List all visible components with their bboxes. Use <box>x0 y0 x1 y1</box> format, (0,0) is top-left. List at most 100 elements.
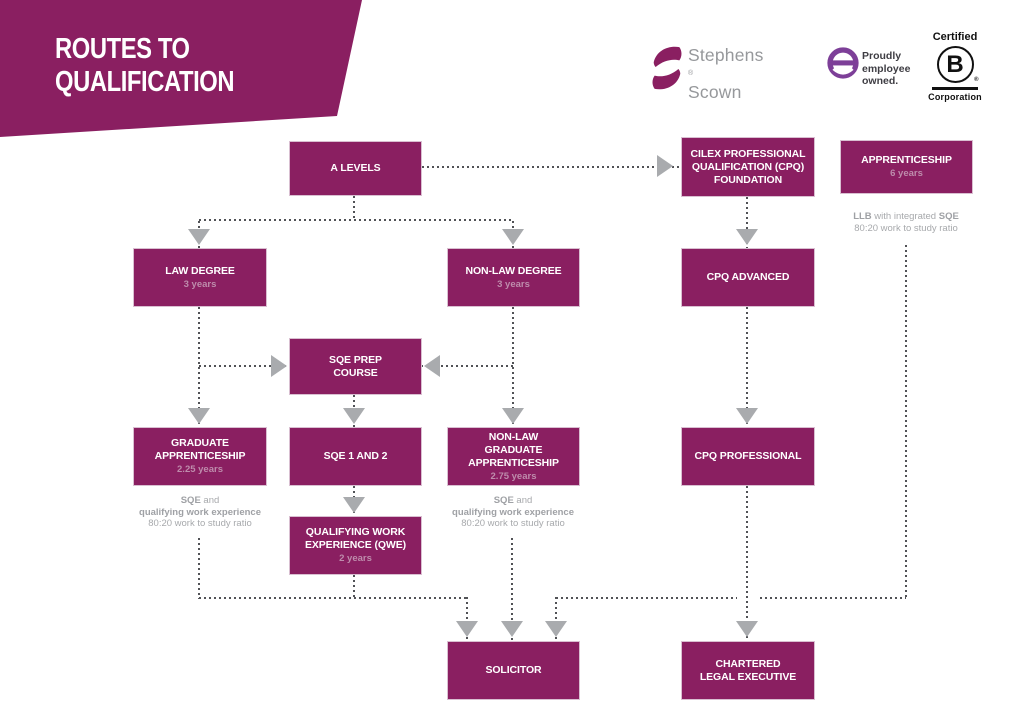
arrow-down-into-solicitor-right <box>545 621 567 637</box>
arrow-down-into-law-degree <box>188 229 210 245</box>
connector-gradappr-down <box>198 538 200 599</box>
box-label: GRADUATE <box>171 437 229 449</box>
note-text: and <box>513 495 533 506</box>
connector-solicitor-in-left <box>466 597 468 641</box>
connector-nonlawgrad-to-solicitor <box>511 538 513 641</box>
employee-owned-caption: Proudly employee owned. <box>862 50 910 88</box>
box-duration: 6 years <box>890 168 923 179</box>
stephens-text: Stephens <box>688 45 764 65</box>
note-bold: SQE <box>180 495 201 506</box>
box-label: QUALIFICATION (CPQ) <box>691 160 805 173</box>
connector-nonlaw-to-nonlaw-grad <box>512 307 514 427</box>
connector-alevels-down <box>353 196 355 221</box>
box-label: GRADUATE <box>484 443 543 456</box>
box-label: CILEX PROFESSIONAL <box>690 147 806 160</box>
box-label: QUALIFYING WORK <box>305 526 406 538</box>
box-label: A LEVELS <box>330 162 381 174</box>
arrow-down-into-chartered <box>736 621 758 637</box>
note-graduate-apprenticeship: SQE and qualifying work experience 80:20… <box>115 495 285 530</box>
note-bold: SQE <box>938 211 959 222</box>
box-label: COURSE <box>333 366 378 379</box>
note-line: 80:20 work to study ratio <box>854 222 958 234</box>
registered-mark: ® <box>974 77 979 83</box>
flow-box-law-degree: LAW DEGREE 3 years <box>133 248 267 307</box>
flow-box-non-law-graduate-apprenticeship: NON-LAW GRADUATE APPRENTICESHIP 2.75 yea… <box>447 427 580 486</box>
b-corp-logo: Certified B ® Corporation <box>925 31 985 102</box>
flow-box-cilex-cpq-foundation: CILEX PROFESSIONAL QUALIFICATION (CPQ) F… <box>681 137 815 197</box>
connector-nonlaw-to-sqe-prep <box>421 365 513 367</box>
box-duration: 2.25 years <box>177 464 223 475</box>
flow-box-cpq-professional: CPQ PROFESSIONAL <box>681 427 815 486</box>
connector-apprenticeship-down <box>905 245 907 599</box>
note-bold: SQE <box>493 495 514 506</box>
note-line: SQE and <box>115 495 285 507</box>
note-line: qualifying work experience <box>452 506 574 518</box>
flow-box-chartered-legal-executive: CHARTERED LEGAL EXECUTIVE <box>681 641 815 700</box>
stephens-line: Stephens ® <box>688 46 764 83</box>
box-duration: 2 years <box>339 553 372 564</box>
connector-law-to-graduate-appr <box>198 307 200 427</box>
flow-box-qualifying-work-experience: QUALIFYING WORK EXPERIENCE (QWE) 2 years <box>289 516 422 575</box>
arrow-down-into-cpq-professional <box>736 408 758 424</box>
eo-line2: employee <box>862 62 911 75</box>
stephens-scown-s-icon <box>652 46 682 90</box>
bcorp-letter: B <box>946 50 964 78</box>
box-label: APPRENTICESHIP <box>154 450 246 462</box>
box-label: APPRENTICESHIP <box>861 154 952 166</box>
page-title-line1: ROUTES TO <box>55 33 190 65</box>
box-label: CHARTERED <box>715 657 781 670</box>
box-label: CPQ ADVANCED <box>706 271 790 283</box>
note-text: with integrated <box>871 211 939 222</box>
arrow-down-into-non-law-degree <box>502 229 524 245</box>
flow-box-apprenticeship: APPRENTICESHIP 6 years <box>840 140 973 194</box>
note-bold: LLB <box>853 211 872 222</box>
connector-apprenticeship-left-a <box>556 597 737 599</box>
connector-apprenticeship-left-b <box>760 597 906 599</box>
connector-cpqadv-to-cpqprof <box>746 307 748 427</box>
stephens-scown-wordmark: Stephens® Scown <box>688 46 764 102</box>
box-duration: 3 years <box>183 278 217 290</box>
b-corp-circle-icon: B ® <box>936 46 979 83</box>
registered-mark: ® <box>688 69 694 77</box>
arrow-left-into-sqe-prep <box>424 355 440 377</box>
box-label: NON-LAW DEGREE <box>465 264 562 277</box>
arrow-down-into-cpq-advanced <box>736 229 758 245</box>
arrow-down-into-nonlaw-grad <box>502 408 524 424</box>
connector-law-to-sqe-prep <box>199 365 289 367</box>
connector-cilex-to-cpq-advanced <box>746 197 748 248</box>
bcorp-corporation-text: Corporation <box>928 92 982 102</box>
bcorp-certified-text: Certified <box>932 31 978 43</box>
arrow-down-into-sqe12 <box>343 408 365 424</box>
connector-alevels-to-cilex <box>422 166 681 168</box>
note-line: LLB with integrated SQE <box>821 211 991 223</box>
flow-box-solicitor: SOLICITOR <box>447 641 580 700</box>
connector-cpqprof-to-chartered <box>746 486 748 641</box>
box-label: APPRENTICESHIP <box>468 456 559 469</box>
box-label: CPQ PROFESSIONAL <box>694 450 802 462</box>
flow-box-graduate-apprenticeship: GRADUATE APPRENTICESHIP 2.25 years <box>133 427 267 486</box>
arrow-down-into-solicitor-left <box>456 621 478 637</box>
note-apprenticeship: LLB with integrated SQE 80:20 work to st… <box>821 211 991 234</box>
box-label: SOLICITOR <box>485 664 542 676</box>
page-title-line2: QUALIFICATION <box>55 66 235 98</box>
arrow-right-into-cilex <box>657 155 673 177</box>
connector-merge-to-solicitor <box>199 597 469 599</box>
page-title: ROUTES TO QUALIFICATION <box>55 33 235 99</box>
arrow-down-into-graduate-appr <box>188 408 210 424</box>
box-label: NON-LAW <box>488 430 539 443</box>
box-label: SQE 1 AND 2 <box>323 450 388 462</box>
note-line: 80:20 work to study ratio <box>148 518 252 529</box>
connector-solicitor-in-right <box>555 597 557 641</box>
arrow-down-into-qwe <box>343 497 365 513</box>
bcorp-divider <box>932 87 978 90</box>
employee-owned-icon <box>827 47 859 79</box>
eo-line1: Proudly <box>862 50 902 62</box>
flow-box-cpq-advanced: CPQ ADVANCED <box>681 248 815 307</box>
eo-line3: owned. <box>862 75 899 87</box>
box-duration: 3 years <box>497 278 530 290</box>
box-duration: 2.75 years <box>490 470 537 482</box>
flow-box-a-levels: A LEVELS <box>289 141 422 196</box>
flow-box-sqe-prep-course: SQE PREP COURSE <box>289 338 422 395</box>
box-label: FOUNDATION <box>713 173 783 186</box>
